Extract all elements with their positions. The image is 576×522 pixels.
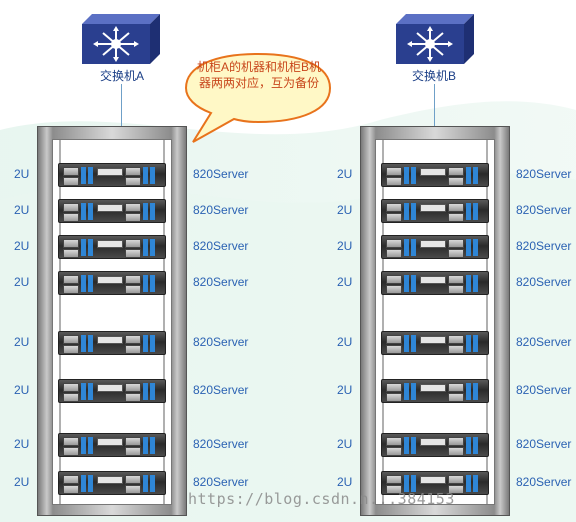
- server-model-label: 820Server: [193, 335, 249, 349]
- server-unit: [381, 379, 489, 403]
- server-model-label: 820Server: [193, 167, 249, 181]
- rack-unit-size-label: 2U: [14, 239, 30, 253]
- server-unit: [381, 331, 489, 355]
- watermark-text: https://blog.csdn.n...384153: [188, 490, 455, 508]
- server-model-label: 820Server: [193, 475, 249, 489]
- server-model-label: 820Server: [516, 437, 572, 451]
- server-model-label: 820Server: [516, 239, 572, 253]
- rack-unit-size-label: 2U: [14, 335, 30, 349]
- server-model-label: 820Server: [193, 383, 249, 397]
- server-unit: [58, 271, 166, 295]
- switch-b-icon: [396, 14, 474, 64]
- backup-callout: 机柜A的机器和机柜B机器两两对应，互为备份: [183, 52, 333, 147]
- switch-a-icon: [82, 14, 160, 64]
- callout-text: 机柜A的机器和机柜B机器两两对应，互为备份: [196, 60, 321, 90]
- server-unit: [381, 433, 489, 457]
- server-model-label: 820Server: [516, 167, 572, 181]
- switch-a-uplink: [121, 84, 122, 126]
- switch-a-label: 交换机A: [99, 69, 144, 83]
- server-model-label: 820Server: [516, 383, 572, 397]
- rack-unit-size-label: 2U: [337, 203, 353, 217]
- server-unit: [58, 235, 166, 259]
- server-unit: [381, 163, 489, 187]
- server-unit: [381, 235, 489, 259]
- rack-unit-size-label: 2U: [337, 475, 353, 489]
- server-unit: [381, 471, 489, 495]
- rack-unit-size-label: 2U: [14, 437, 30, 451]
- server-unit: [58, 331, 166, 355]
- rack-unit-size-label: 2U: [337, 167, 353, 181]
- server-model-label: 820Server: [193, 203, 249, 217]
- server-unit: [381, 271, 489, 295]
- server-unit: [58, 163, 166, 187]
- server-model-label: 820Server: [516, 275, 572, 289]
- server-model-label: 820Server: [516, 203, 572, 217]
- server-unit: [58, 379, 166, 403]
- server-model-label: 820Server: [193, 275, 249, 289]
- rack-unit-size-label: 2U: [14, 167, 30, 181]
- server-unit: [58, 199, 166, 223]
- rack-unit-size-label: 2U: [14, 275, 30, 289]
- rack-unit-size-label: 2U: [337, 383, 353, 397]
- rack-unit-size-label: 2U: [14, 383, 30, 397]
- switch-b-label: 交换机B: [411, 69, 456, 83]
- server-model-label: 820Server: [193, 239, 249, 253]
- server-unit: [381, 199, 489, 223]
- rack-unit-size-label: 2U: [14, 203, 30, 217]
- switch-b-uplink: [434, 84, 435, 126]
- rack-unit-size-label: 2U: [337, 437, 353, 451]
- server-unit: [58, 471, 166, 495]
- server-model-label: 820Server: [516, 475, 572, 489]
- rack-unit-size-label: 2U: [337, 239, 353, 253]
- server-unit: [58, 433, 166, 457]
- rack-unit-size-label: 2U: [337, 275, 353, 289]
- rack-unit-size-label: 2U: [337, 335, 353, 349]
- server-model-label: 820Server: [193, 437, 249, 451]
- server-model-label: 820Server: [516, 335, 572, 349]
- rack-unit-size-label: 2U: [14, 475, 30, 489]
